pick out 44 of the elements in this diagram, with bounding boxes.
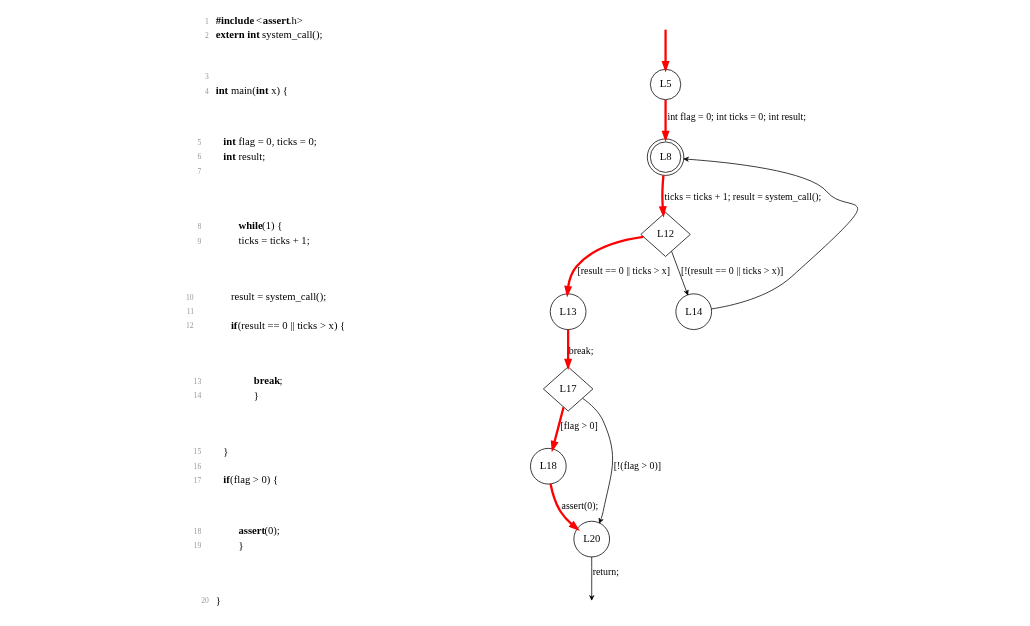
label: }	[253, 390, 259, 401]
label: }	[238, 540, 244, 552]
label: 3	[204, 72, 209, 82]
label: #include <assert.h>	[215, 14, 303, 26]
edge-label: int flag = 0; int ticks = 0; int result;	[666, 110, 806, 122]
label: int result;	[222, 150, 265, 162]
edge-label: break;	[568, 345, 593, 357]
label: result = system_call();	[230, 291, 326, 303]
label: ticks = ticks + 1;	[238, 235, 310, 247]
label: 14	[193, 391, 201, 401]
label: 9	[196, 236, 201, 246]
label: 7	[196, 166, 201, 176]
label: 5	[196, 137, 201, 147]
label: 13	[193, 376, 201, 386]
label: 20	[200, 596, 209, 606]
edge-label: [flag > 0]	[559, 419, 598, 431]
edge-label: assert(0);	[561, 499, 598, 511]
label: assert(0);	[238, 524, 280, 536]
label: if(result == 0 || ticks > x) {	[230, 319, 345, 331]
edge-label: [!(result == 0 || ticks > x)]	[680, 265, 783, 277]
label: 16	[193, 461, 201, 471]
label: 4	[204, 86, 209, 96]
edge-label: ticks = ticks + 1; result = system_call();	[663, 190, 821, 202]
label: }	[215, 595, 221, 607]
label: 17	[193, 475, 201, 485]
label: 11	[186, 306, 194, 316]
label: extern int system_call();	[215, 29, 322, 41]
label: if(flag > 0) {	[222, 474, 278, 486]
label: int main(int x) {	[215, 84, 288, 96]
label: 6	[196, 152, 201, 162]
edge-label: return;	[592, 565, 619, 577]
label: 2	[204, 31, 209, 41]
label: break;	[253, 374, 283, 386]
label: 18	[193, 526, 201, 536]
label: while(1) {	[238, 220, 282, 232]
label: 8	[196, 222, 201, 232]
label: 19	[193, 541, 201, 551]
edge-label: [!(flag > 0)]	[613, 459, 661, 471]
label: int flag = 0, ticks = 0;	[222, 136, 317, 148]
edge-label: [result == 0 || ticks > x]	[576, 265, 670, 277]
label: }	[222, 445, 228, 457]
label: 10	[185, 292, 194, 302]
label: 12	[185, 321, 194, 331]
label: 15	[193, 447, 201, 457]
